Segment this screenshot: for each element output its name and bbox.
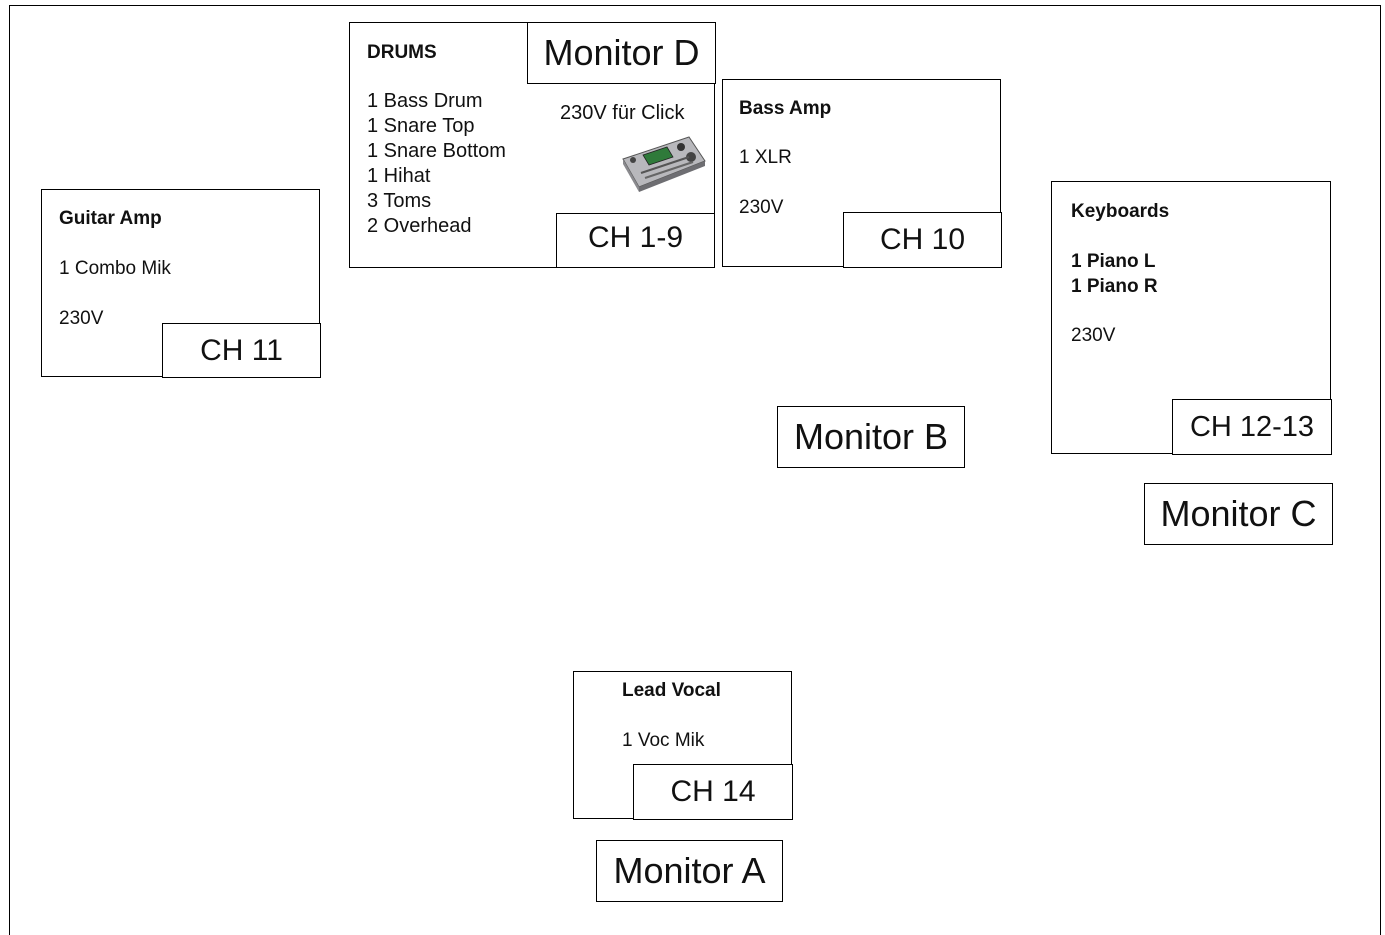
- bass-amp-title: Bass Amp: [739, 98, 832, 119]
- keyboards-power: 230V: [1071, 325, 1116, 346]
- lead-vocal-box: Lead Vocal 1 Voc Mik CH 14: [573, 671, 793, 820]
- drums-box: DRUMS 1 Bass Drum 1 Snare Top 1 Snare Bo…: [349, 22, 716, 268]
- monitor-a: Monitor A: [596, 840, 783, 902]
- guitar-amp-input: 1 Combo Mik: [59, 258, 171, 279]
- monitor-b: Monitor B: [777, 406, 965, 468]
- keyboards-box: Keyboards 1 Piano L 1 Piano R 230V CH 12…: [1051, 181, 1332, 455]
- lead-vocal-channel: CH 14: [633, 764, 793, 820]
- keyboards-channel: CH 12-13: [1172, 399, 1332, 455]
- drums-mic-list: 1 Bass Drum 1 Snare Top 1 Snare Bottom 1…: [367, 89, 506, 239]
- guitar-amp-title: Guitar Amp: [59, 208, 162, 229]
- lead-vocal-input: 1 Voc Mik: [622, 730, 705, 751]
- monitor-c: Monitor C: [1144, 483, 1333, 545]
- stage-plan-area: [9, 5, 1381, 935]
- drums-line: 1 Snare Bottom: [367, 140, 506, 162]
- drums-channel: CH 1-9: [556, 213, 715, 268]
- drum-module-icon: [622, 136, 706, 192]
- drums-line: 3 Toms: [367, 190, 432, 212]
- bass-amp-input: 1 XLR: [739, 147, 792, 168]
- monitor-d: Monitor D: [527, 22, 716, 84]
- drums-line: 1 Hihat: [367, 165, 431, 187]
- guitar-amp-channel: CH 11: [162, 323, 321, 378]
- keyboards-input-1: 1 Piano L: [1071, 251, 1156, 272]
- guitar-amp-box: Guitar Amp 1 Combo Mik 230V CH 11: [41, 189, 321, 378]
- drums-power: 230V für Click: [560, 102, 685, 124]
- lead-vocal-title: Lead Vocal: [622, 680, 721, 701]
- bass-amp-power: 230V: [739, 197, 784, 218]
- drums-line: 2 Overhead: [367, 215, 472, 237]
- drums-line: 1 Bass Drum: [367, 90, 483, 112]
- keyboards-title: Keyboards: [1071, 201, 1170, 222]
- drums-line: 1 Snare Top: [367, 115, 475, 137]
- keyboards-input-2: 1 Piano R: [1071, 276, 1158, 297]
- bass-amp-channel: CH 10: [843, 212, 1002, 268]
- drums-title: DRUMS: [367, 42, 437, 63]
- bass-amp-box: Bass Amp 1 XLR 230V CH 10: [722, 79, 1002, 268]
- guitar-amp-power: 230V: [59, 308, 104, 329]
